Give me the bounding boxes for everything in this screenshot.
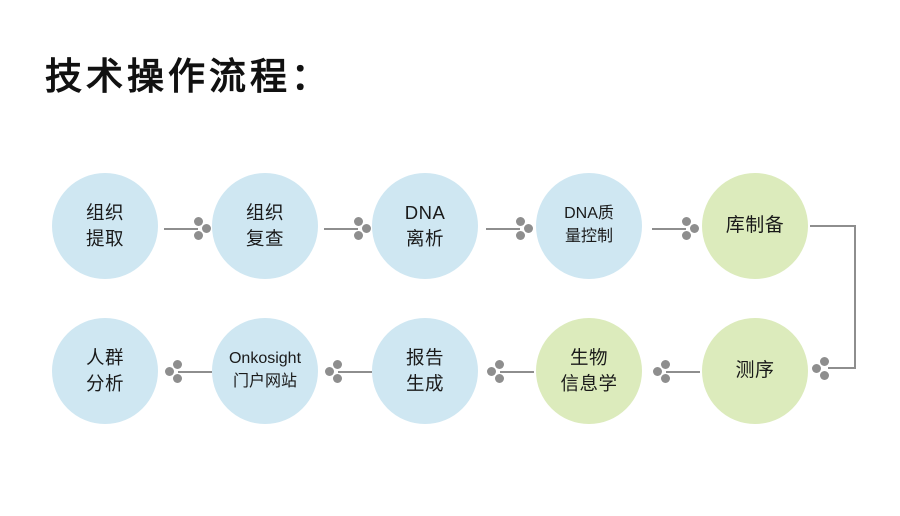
node-label-line2: 复查 (245, 228, 284, 249)
arrowhead-dot-center (524, 224, 533, 233)
arrowhead-dot-bottom (173, 374, 182, 383)
arrowhead-dot-center (202, 224, 211, 233)
arrowhead-dot-center (165, 367, 174, 376)
connector-sequencing-to-bioinformatics (652, 360, 700, 384)
connector-library-prep-to-sequencing (810, 225, 896, 380)
arrowhead-dot-center (690, 224, 699, 233)
arrowhead-dot-top (495, 360, 504, 369)
flow-node-sequencing[interactable]: 测序 (702, 318, 808, 424)
node-label-line1: Onkosight (228, 350, 302, 368)
arrowhead-dot-bottom (516, 231, 525, 240)
node-label-line1: 人群 (85, 346, 124, 368)
node-label-line1: 组织 (245, 201, 284, 223)
node-label-line2: 分析 (85, 373, 124, 394)
connector-line (178, 371, 212, 373)
node-label-line1: 组织 (85, 201, 124, 223)
arrowhead-dot-bottom (682, 231, 691, 240)
connector-line (324, 228, 358, 230)
arrowhead-dot-top (354, 217, 363, 226)
connector-line (666, 371, 700, 373)
flow-node-bioinformatics[interactable]: 生物 信息学 (536, 318, 642, 424)
node-label-line2: 信息学 (560, 373, 618, 394)
flow-node-dna-qc[interactable]: DNA质 量控制 (536, 173, 642, 279)
elbow-segment-right (854, 225, 856, 369)
page-title: 技术操作流程： (45, 56, 332, 97)
arrowhead-dot-center (653, 367, 662, 376)
node-label-line1: 生物 (569, 346, 608, 368)
arrowhead-dot-top (820, 357, 829, 366)
flow-node-tissue-extraction[interactable]: 组织 提取 (52, 173, 158, 279)
connector-line (486, 228, 520, 230)
connector-dna-isolation-to-dna-qc (486, 217, 534, 241)
flow-node-tissue-review[interactable]: 组织 复查 (212, 173, 318, 279)
arrowhead-dot-top (682, 217, 691, 226)
arrowhead-dot-top (194, 217, 203, 226)
arrowhead-dot-center (362, 224, 371, 233)
arrowhead-dot-top (333, 360, 342, 369)
flow-node-cohort-analysis[interactable]: 人群 分析 (52, 318, 158, 424)
flow-node-library-prep[interactable]: 库制备 (702, 173, 808, 279)
node-label-line2: 门户网站 (232, 373, 297, 390)
arrowhead-dot-bottom (354, 231, 363, 240)
arrowhead-dot-top (661, 360, 670, 369)
node-label-line2: 量控制 (564, 228, 613, 245)
arrowhead-dot-center (325, 367, 334, 376)
node-label-line1: 库制备 (725, 214, 785, 236)
arrowhead-dot-bottom (333, 374, 342, 383)
arrowhead-dot-top (516, 217, 525, 226)
connector-line (652, 228, 686, 230)
node-label-line1: DNA (404, 201, 446, 223)
connector-report-generation-to-onkosight-portal (324, 360, 372, 384)
connector-tissue-review-to-dna-isolation (324, 217, 372, 241)
connector-line (500, 371, 534, 373)
arrowhead-dot-bottom (495, 374, 504, 383)
connector-dna-qc-to-library-prep (652, 217, 700, 241)
flow-node-onkosight-portal[interactable]: Onkosight 门户网站 (212, 318, 318, 424)
node-label-line1: DNA质 (564, 205, 614, 223)
node-label-line2: 离析 (405, 228, 444, 249)
connector-tissue-extraction-to-tissue-review (164, 217, 212, 241)
arrowhead-dot-center (812, 364, 821, 373)
elbow-segment-top (810, 225, 856, 227)
arrowhead-dot-bottom (820, 371, 829, 380)
flow-node-dna-isolation[interactable]: DNA 离析 (372, 173, 478, 279)
arrowhead-dot-bottom (661, 374, 670, 383)
arrowhead-dot-bottom (194, 231, 203, 240)
flow-node-report-generation[interactable]: 报告 生成 (372, 318, 478, 424)
node-label-line1: 报告 (405, 346, 444, 368)
arrowhead-dot-center (487, 367, 496, 376)
elbow-segment-bottom (828, 367, 856, 369)
node-label-line2: 提取 (85, 228, 124, 249)
arrowhead-dot-top (173, 360, 182, 369)
connector-line (338, 371, 372, 373)
connector-line (164, 228, 198, 230)
node-label-line1: 测序 (735, 359, 775, 381)
node-label-line2: 生成 (405, 373, 444, 394)
connector-bioinformatics-to-report-generation (486, 360, 534, 384)
connector-onkosight-portal-to-cohort-analysis (164, 360, 212, 384)
